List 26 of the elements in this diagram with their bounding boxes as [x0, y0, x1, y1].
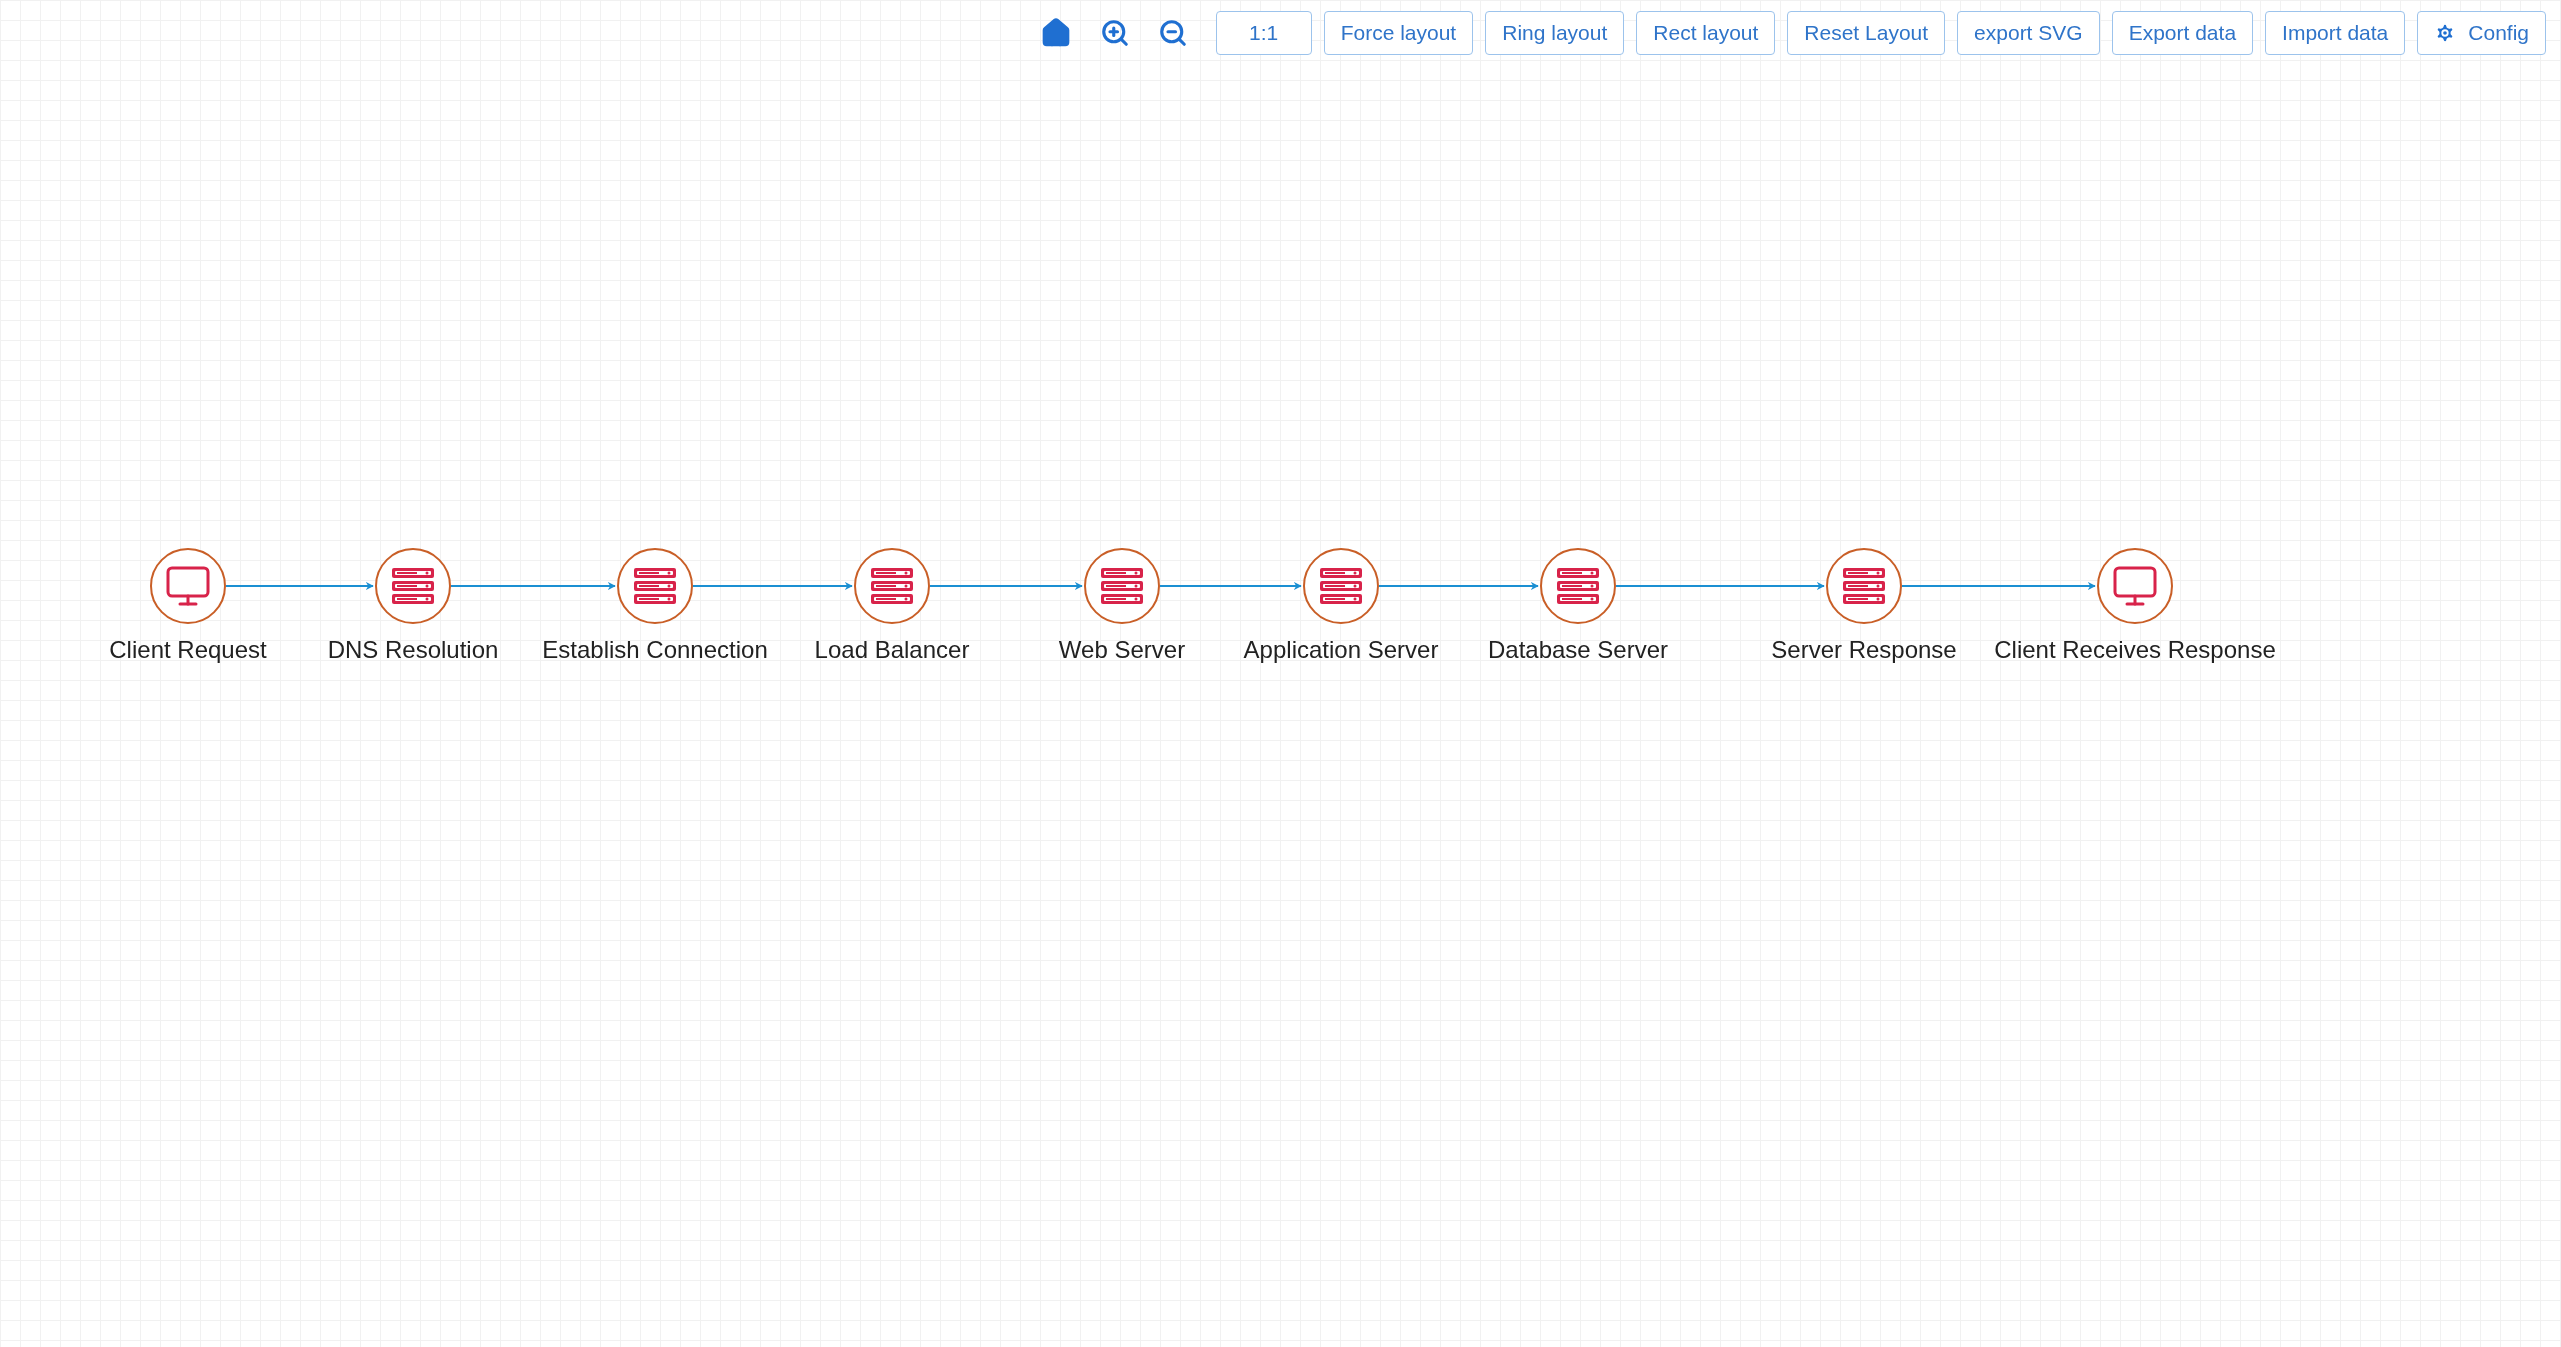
- node-label: Web Server: [1058, 635, 1186, 665]
- toolbar-button: Import data: [2265, 11, 2406, 55]
- toolbar-button: Ring layout: [1485, 11, 1625, 55]
- arrow: [1378, 582, 1539, 590]
- toolbar-button: Export data: [2111, 11, 2254, 55]
- toolbar-button: Rect layout: [1636, 11, 1776, 55]
- node-label: Client Receives Response: [1994, 635, 2276, 665]
- arrow: [1615, 582, 1825, 590]
- arrow: [450, 582, 616, 590]
- toolbar-button: Reset Layout: [1787, 11, 1946, 55]
- node-label: Establish Connection: [542, 635, 768, 665]
- node-label: Client Request: [109, 635, 267, 665]
- arrow: [1901, 582, 2096, 590]
- toolbar-button: export SVG: [1957, 11, 2100, 55]
- node-label: Load Balancer: [814, 635, 970, 665]
- arrow: [929, 582, 1083, 590]
- config-button: Config: [2417, 11, 2546, 55]
- node-label: Application Server: [1243, 635, 1439, 665]
- toolbar-button: 1:1: [1215, 11, 1312, 55]
- node-label: Server Response: [1771, 635, 1957, 665]
- node-label: Database Server: [1487, 635, 1669, 665]
- arrow: [692, 582, 853, 590]
- arrow: [225, 582, 374, 590]
- node-label: DNS Resolution: [327, 635, 499, 665]
- arrow: [1159, 582, 1302, 590]
- toolbar-button: Force layout: [1323, 11, 1474, 55]
